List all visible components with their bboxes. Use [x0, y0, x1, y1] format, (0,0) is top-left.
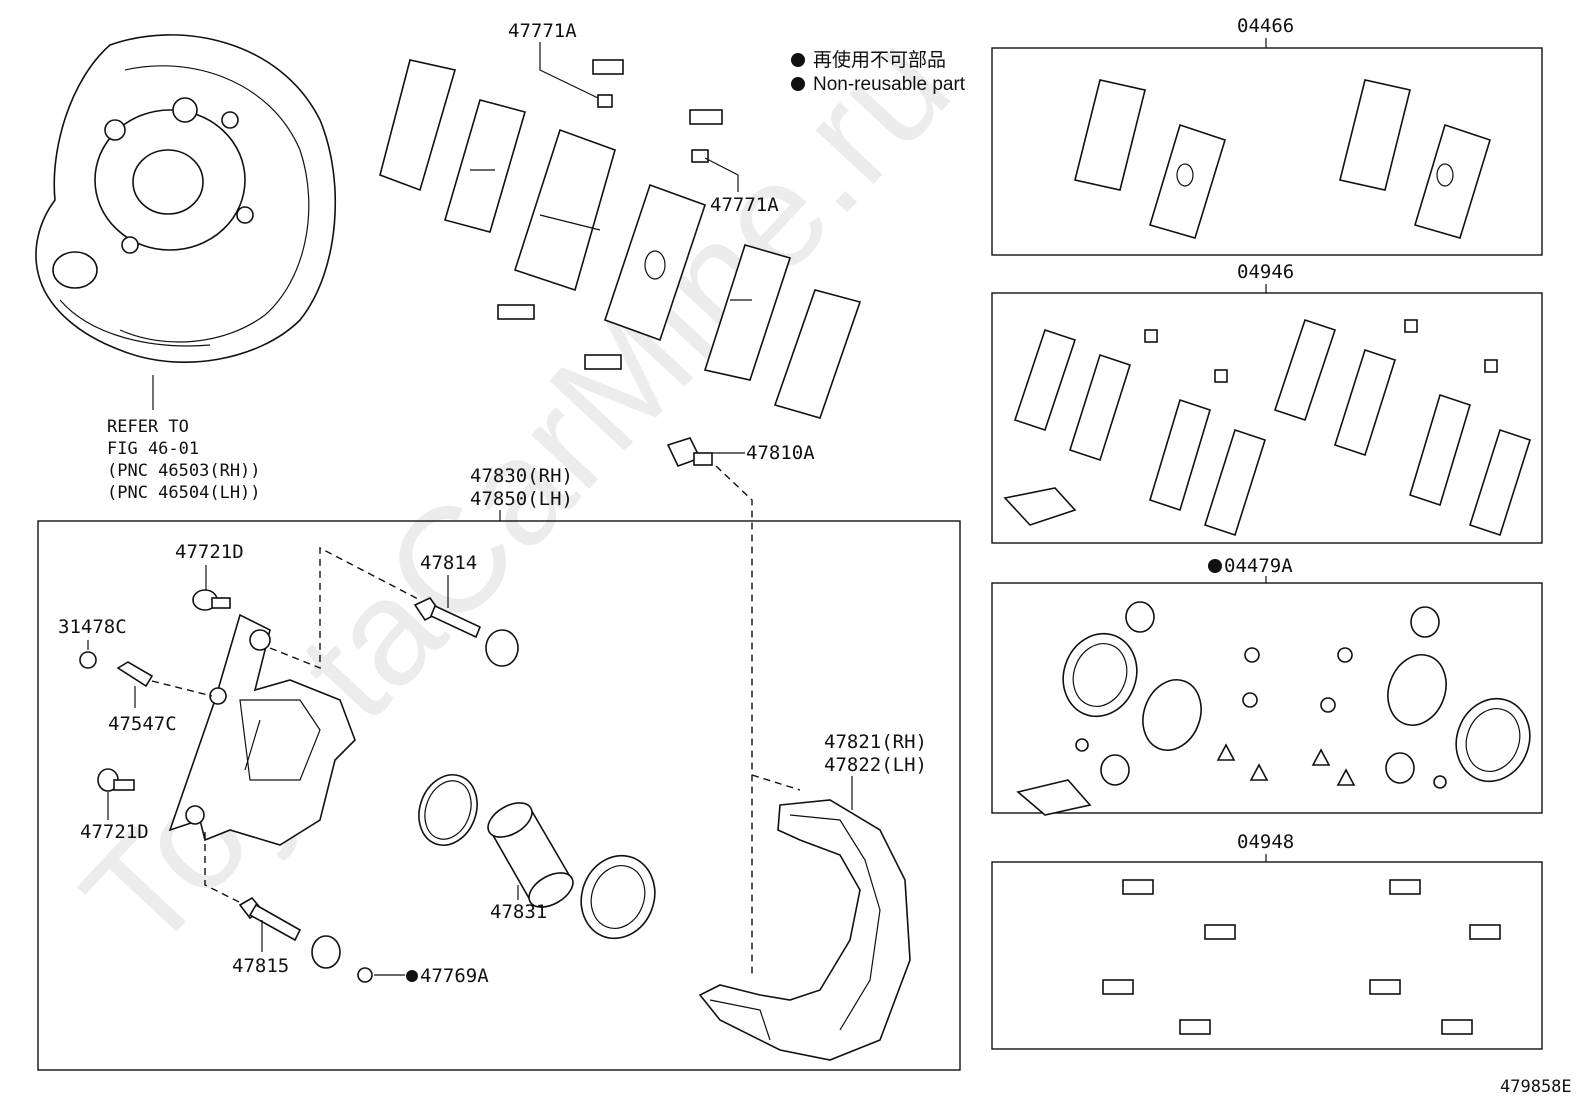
kit-04466-frame[interactable] [991, 47, 1543, 256]
label-47721d-top: 47721D [175, 541, 244, 563]
label-mount-rh: 47821(RH) [824, 731, 927, 753]
label-47815: 47815 [232, 955, 289, 977]
label-kit-04948: 04948 [1237, 831, 1294, 853]
bolt-47721d-bottom[interactable] [97, 768, 135, 792]
label-31478c: 31478C [58, 616, 127, 638]
label-kit-04479a: 04479A [1224, 555, 1293, 577]
cap-47769a[interactable] [357, 967, 373, 983]
bolt-47810a[interactable] [666, 437, 713, 468]
kit-04948-frame[interactable] [991, 861, 1543, 1050]
svg-text:REFER TO: REFER TO [107, 417, 189, 437]
legend-japanese: 再使用不可部品 [813, 49, 946, 71]
legend-english: Non-reusable part [813, 74, 966, 95]
bleeder-47547c[interactable] [116, 661, 154, 688]
label-47547c: 47547C [108, 713, 177, 735]
pin-47814[interactable] [413, 596, 519, 667]
kit-04946-shims [1003, 318, 1531, 537]
mounting-bracket[interactable] [698, 799, 911, 1061]
non-reusable-bullet-icon [406, 970, 418, 982]
label-caliper-rh: 47830(RH) [470, 465, 573, 487]
label-47814: 47814 [420, 552, 477, 574]
svg-text:(PNC 46504(LH)): (PNC 46504(LH)) [107, 483, 261, 503]
caliper-assembly-frame [37, 520, 961, 1071]
label-47831: 47831 [490, 901, 547, 923]
caliper-body-drawing[interactable] [168, 613, 356, 846]
pin-47815[interactable] [238, 896, 341, 969]
figure-code: 479858E [1500, 1077, 1572, 1097]
cap-31478c[interactable] [79, 651, 97, 669]
label-47771a-top: 47771A [508, 20, 577, 42]
non-reusable-bullet-icon [1208, 559, 1222, 573]
label-47771a-right: 47771A [710, 194, 779, 216]
kit-04466-pads [1074, 79, 1491, 239]
bolt-47721d-top[interactable] [192, 589, 231, 611]
piston-and-seals[interactable] [409, 767, 666, 949]
kit-04948-clips [1102, 879, 1501, 1035]
refer-note: REFER TO FIG 46-01 (PNC 46503(RH)) (PNC … [107, 417, 261, 503]
label-kit-04946: 04946 [1237, 261, 1294, 283]
label-mount-lh: 47822(LH) [824, 754, 927, 776]
kit-04946-frame[interactable] [991, 292, 1543, 544]
legend-bullet-icon [791, 77, 805, 91]
pad-shim-exploded-view[interactable] [379, 59, 862, 419]
svg-text:FIG 46-01: FIG 46-01 [107, 439, 199, 459]
backing-plate-drawing[interactable] [35, 34, 337, 410]
label-caliper-lh: 47850(LH) [470, 488, 573, 510]
kit-04479a-frame[interactable] [991, 582, 1543, 814]
label-47810a: 47810A [746, 442, 815, 464]
legend-bullet-icon [791, 53, 805, 67]
svg-text:(PNC 46503(RH)): (PNC 46503(RH)) [107, 461, 261, 481]
legend: 再使用不可部品 Non-reusable part [791, 49, 966, 95]
kit-04479a-seals [1016, 601, 1531, 816]
pad-clips[interactable] [497, 59, 723, 370]
label-47769a: 47769A [420, 965, 489, 987]
label-47721d-bottom: 47721D [80, 821, 149, 843]
label-kit-04466: 04466 [1237, 15, 1294, 37]
